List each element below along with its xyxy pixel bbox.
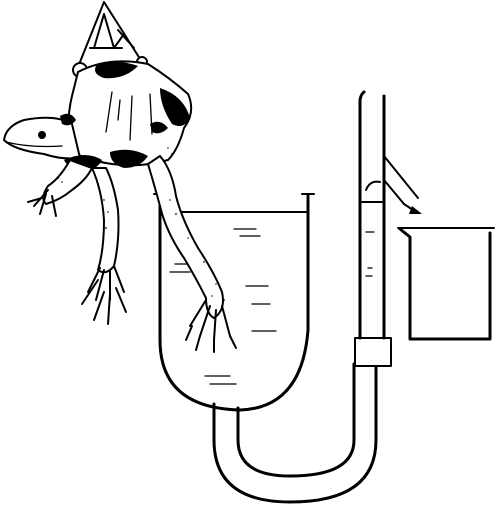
beaker-icon xyxy=(398,228,494,339)
frog-left-leg xyxy=(28,160,126,324)
standpipe-icon xyxy=(360,92,384,338)
tube-coupling xyxy=(355,338,391,366)
spout-icon xyxy=(366,156,422,214)
frog-eye xyxy=(38,131,46,139)
frog-icon xyxy=(4,2,236,352)
u-tube-icon xyxy=(214,364,376,502)
